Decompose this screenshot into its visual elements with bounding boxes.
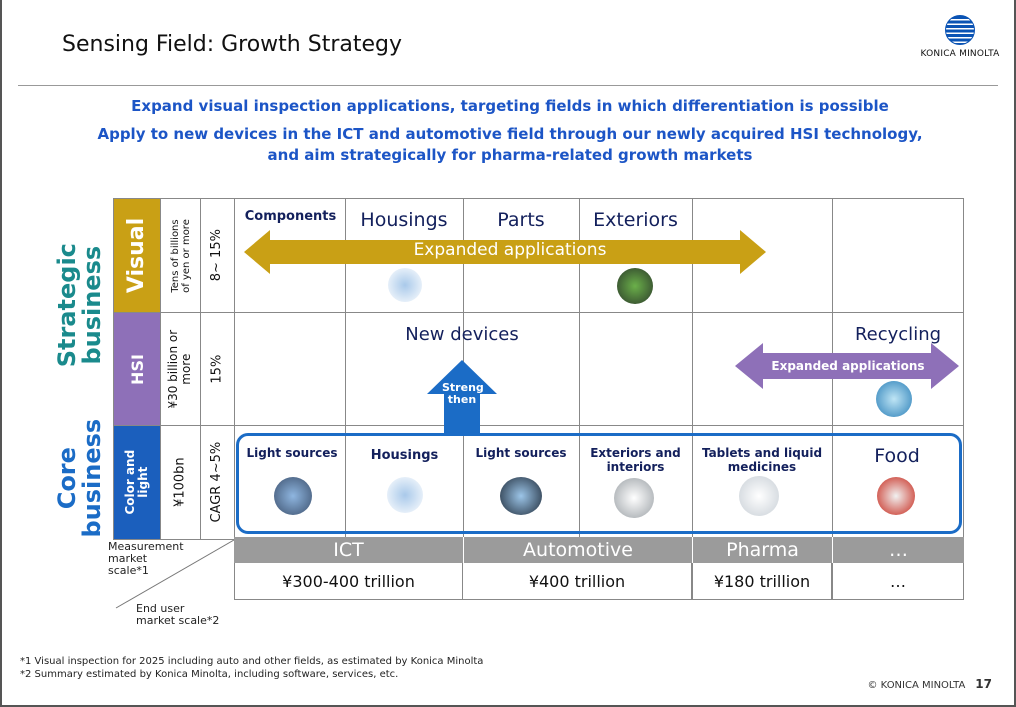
tablets-photo bbox=[739, 476, 779, 516]
footnote-1: *1 Visual inspection for 2025 including … bbox=[20, 656, 484, 667]
hsi-arrow-label: Expanded applications bbox=[771, 359, 925, 373]
message-line-2: Apply to new devices in the ICT and auto… bbox=[97, 125, 923, 143]
grid-line bbox=[345, 198, 346, 540]
visual-parts-label: Parts bbox=[497, 209, 545, 231]
core-item-food: Food bbox=[874, 445, 920, 467]
hsi-growth-rate: 15% bbox=[209, 354, 225, 384]
visual-housings-label: Housings bbox=[360, 209, 448, 231]
diagonal-divider bbox=[115, 540, 235, 609]
recycling-label: Recycling bbox=[854, 324, 942, 345]
market-ict-header: ICT bbox=[234, 537, 463, 563]
grid-line bbox=[113, 425, 964, 426]
page-title: Sensing Field: Growth Strategy bbox=[62, 32, 402, 57]
core-item-light-sources-2: Light sources bbox=[475, 446, 567, 460]
visual-market-scale: Tens of billions of yen or more bbox=[169, 218, 192, 293]
light-source-photo-2 bbox=[500, 477, 542, 515]
footer: © KONICA MINOLTA 17 bbox=[868, 677, 993, 691]
strengthen-label: Streng then bbox=[442, 381, 484, 406]
company-logo: KONICA MINOLTA bbox=[915, 15, 1005, 59]
message-line-1: Expand visual inspection applications, t… bbox=[131, 97, 889, 115]
strategic-business-label: Strategic business bbox=[52, 242, 107, 368]
housings-photo bbox=[388, 268, 422, 302]
market-ict-value: ¥300-400 trillion bbox=[234, 563, 463, 600]
slide-border-bottom bbox=[0, 705, 1016, 707]
market-pharma-value: ¥180 trillion bbox=[692, 563, 832, 600]
market-automotive-header: Automotive bbox=[463, 537, 692, 563]
core-growth-rate: CAGR 4~5% bbox=[209, 442, 225, 523]
visual-components-label: Components bbox=[244, 209, 337, 224]
core-business-label: Core business bbox=[52, 418, 106, 538]
measurement-market-scale-label: Measurement market scale*1 bbox=[108, 540, 184, 577]
hsi-market-scale: ¥30 billion or more bbox=[166, 329, 194, 409]
light-source-photo-1 bbox=[274, 477, 312, 515]
copyright: © KONICA MINOLTA bbox=[867, 680, 966, 691]
grid-line bbox=[160, 198, 161, 540]
interior-photo bbox=[614, 478, 654, 518]
visual-row-band: Visual bbox=[114, 199, 160, 312]
message-line-3: and aim strategically for pharma-related… bbox=[267, 146, 753, 164]
strengthen-up-arrow bbox=[427, 360, 497, 434]
logo-brand-text: KONICA MINOLTA bbox=[920, 49, 1000, 59]
market-other-header: … bbox=[832, 537, 964, 563]
title-divider bbox=[18, 85, 998, 86]
new-devices-label: New devices bbox=[405, 324, 519, 345]
market-automotive-value: ¥400 trillion bbox=[463, 563, 692, 600]
grid-line bbox=[113, 312, 964, 313]
grid-line bbox=[579, 198, 580, 540]
visual-expanded-applications-arrow bbox=[244, 230, 766, 274]
visual-growth-rate: 8~ 15% bbox=[209, 229, 225, 282]
core-business-highlight-box bbox=[236, 433, 962, 534]
visual-exteriors-label: Exteriors bbox=[593, 209, 678, 231]
market-other-value: … bbox=[832, 563, 964, 600]
core-item-exteriors-interiors: Exteriors and interiors bbox=[590, 446, 681, 474]
grid-line bbox=[200, 198, 201, 540]
color-light-row-band: Color and light bbox=[114, 426, 160, 539]
grid-line bbox=[234, 198, 235, 540]
food-photo bbox=[877, 477, 915, 515]
page-number: 17 bbox=[975, 677, 992, 691]
vehicle-photo bbox=[617, 268, 653, 304]
hsi-row-band: HSI bbox=[114, 313, 160, 425]
end-user-market-scale-label: End user market scale*2 bbox=[136, 602, 220, 627]
core-item-housings: Housings bbox=[370, 448, 439, 463]
slide-border-right bbox=[1014, 0, 1016, 707]
globe-icon bbox=[945, 15, 975, 45]
visual-arrow-label: Expanded applications bbox=[413, 240, 607, 260]
housings-photo-2 bbox=[387, 477, 423, 513]
recycling-photo bbox=[876, 381, 912, 417]
grid-line bbox=[692, 198, 693, 540]
footnote-2: *2 Summary estimated by Konica Minolta, … bbox=[20, 669, 399, 680]
core-market-scale: ¥100bn bbox=[172, 457, 188, 508]
core-item-light-sources-1: Light sources bbox=[246, 446, 338, 460]
core-item-tablets-medicines: Tablets and liquid medicines bbox=[701, 446, 823, 474]
hsi-expanded-applications-arrow bbox=[735, 343, 959, 389]
slide-border-left bbox=[0, 0, 2, 707]
market-pharma-header: Pharma bbox=[692, 537, 832, 563]
